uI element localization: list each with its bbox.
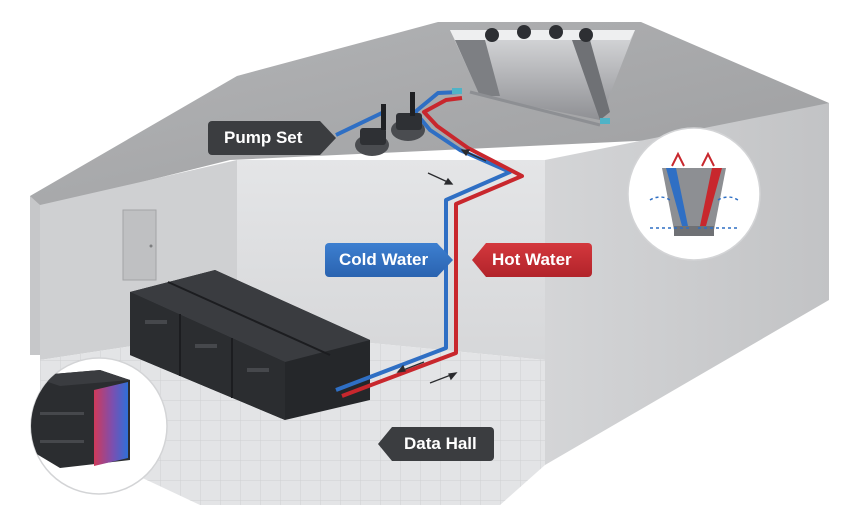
cold-water-pipe: [335, 90, 512, 392]
server-racks: [130, 270, 370, 420]
hot-water-label: Hot Water: [472, 243, 592, 277]
pump-set: [355, 92, 425, 156]
pump-set-label: Pump Set: [208, 121, 336, 155]
dry-cooler: [450, 25, 635, 127]
rack-heat-icon: [30, 357, 168, 495]
cold-water-pipe-branch: [335, 110, 385, 137]
data-hall-label: Data Hall: [378, 427, 494, 461]
flow-arrow-icon: [396, 149, 487, 384]
door-handle: [149, 244, 153, 248]
cold-water-label: Cold Water: [325, 243, 453, 277]
left-outer-wall: [30, 196, 40, 355]
hot-water-pipe: [341, 96, 524, 398]
dry-cooler-airflow-icon: [627, 127, 761, 261]
